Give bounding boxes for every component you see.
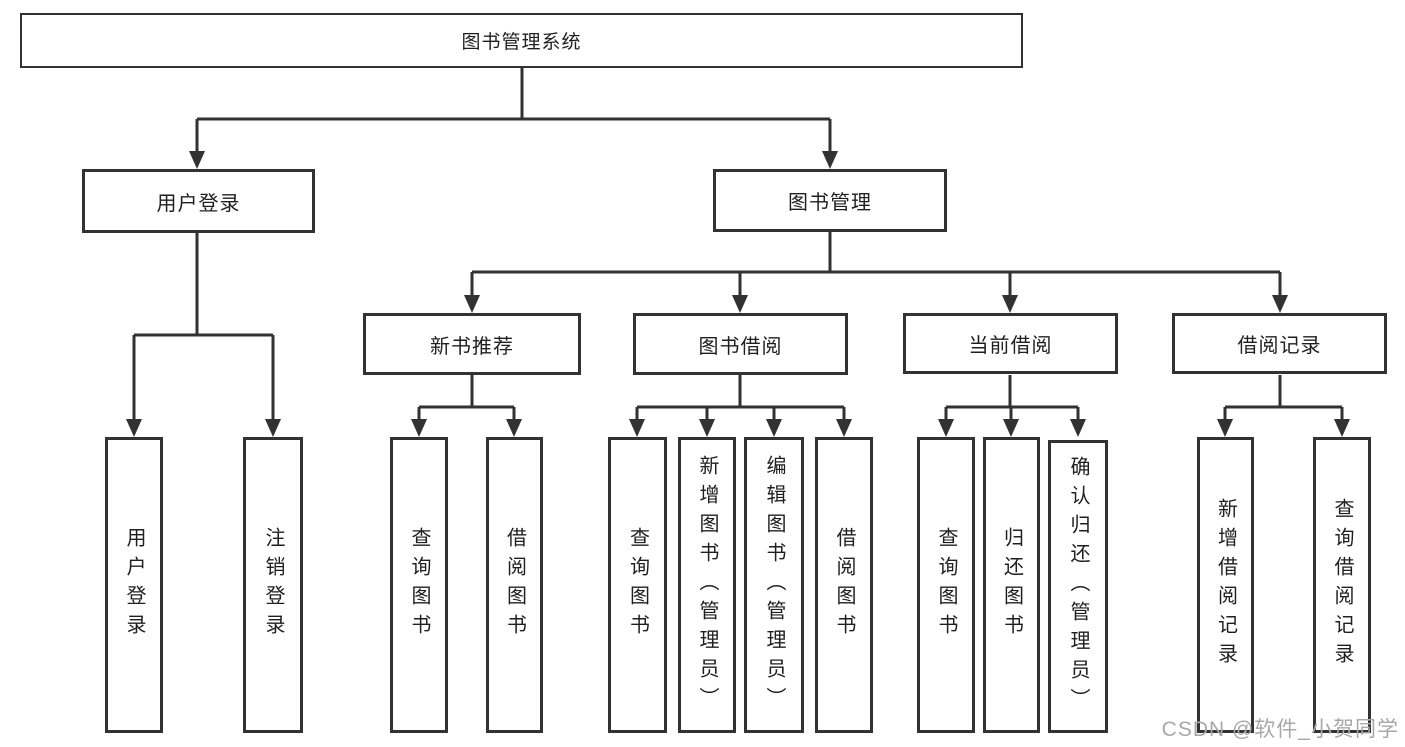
leaf-query-books-current: 查询图书	[917, 437, 975, 733]
connector-user-login-to-leaves	[126, 233, 281, 437]
connector-root-to-branches	[189, 68, 838, 169]
leaf-user-login: 用户登录	[105, 437, 163, 733]
csdn-watermark: CSDN @软件_小贺同学	[1161, 718, 1399, 741]
node-current-borrowing: 当前借阅	[903, 313, 1118, 374]
leaf-query-borrow-record: 查询借阅记录	[1313, 437, 1371, 733]
node-book-management: 图书管理	[713, 169, 947, 232]
connector-current-borrow-to-leaves	[938, 375, 1086, 437]
connector-new-book-to-leaves	[411, 375, 522, 437]
leaf-borrow-books: 借阅图书	[815, 437, 873, 733]
leaf-add-book-admin: 新增图书（管理员）	[678, 437, 736, 733]
leaf-borrow-books-recommend: 借阅图书	[486, 437, 543, 733]
node-library-management-system: 图书管理系统	[20, 13, 1023, 68]
node-new-book-recommendation: 新书推荐	[363, 313, 581, 375]
connector-book-borrow-to-leaves	[629, 375, 852, 437]
node-book-borrowing: 图书借阅	[633, 313, 848, 375]
leaf-query-books-recommend: 查询图书	[390, 437, 448, 733]
node-user-login: 用户登录	[82, 169, 315, 233]
connector-borrow-records-to-leaves	[1217, 375, 1350, 437]
leaf-logout: 注销登录	[243, 437, 303, 733]
leaf-edit-book-admin: 编辑图书（管理员）	[744, 437, 804, 733]
leaf-confirm-return-admin: 确认归还（管理员）	[1048, 440, 1108, 733]
connector-book-management-to-modules	[464, 232, 1288, 313]
leaf-return-book: 归还图书	[983, 437, 1040, 733]
leaf-query-books-borrow: 查询图书	[608, 437, 667, 733]
node-borrowing-records: 借阅记录	[1172, 313, 1387, 374]
leaf-add-borrow-record: 新增借阅记录	[1197, 437, 1254, 733]
